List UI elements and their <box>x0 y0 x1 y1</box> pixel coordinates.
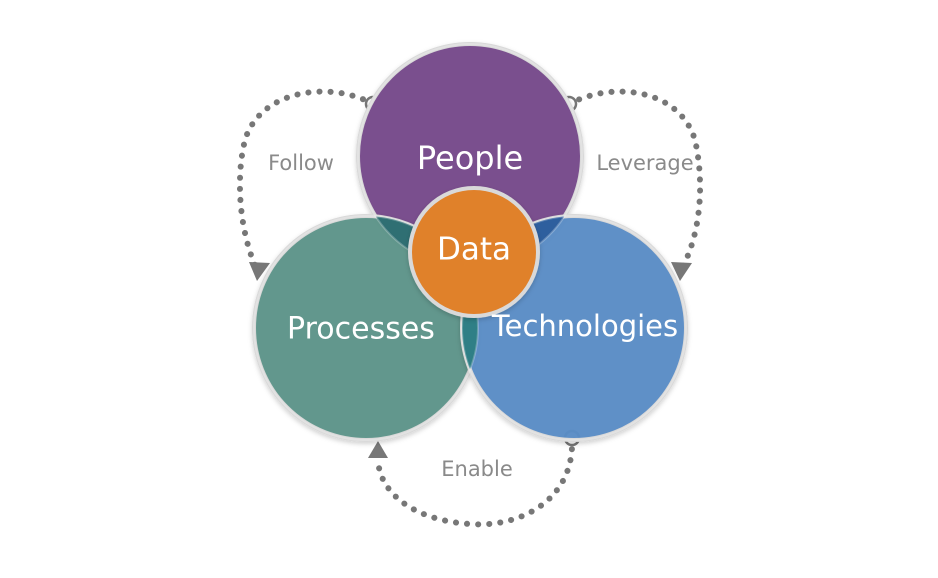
follow-label: Follow <box>268 151 334 175</box>
connector-enable-arrow-icon <box>368 441 388 458</box>
enable-label: Enable <box>441 457 513 481</box>
leverage-label: Leverage <box>596 151 693 175</box>
technologies-label: Technologies <box>491 309 678 343</box>
people-label: People <box>417 139 523 177</box>
data-label: Data <box>437 232 511 268</box>
processes-label: Processes <box>287 312 435 347</box>
connector-leverage-arrow-icon <box>671 262 692 281</box>
circle-data <box>408 186 540 318</box>
connector-follow-arrow-icon <box>249 262 270 281</box>
